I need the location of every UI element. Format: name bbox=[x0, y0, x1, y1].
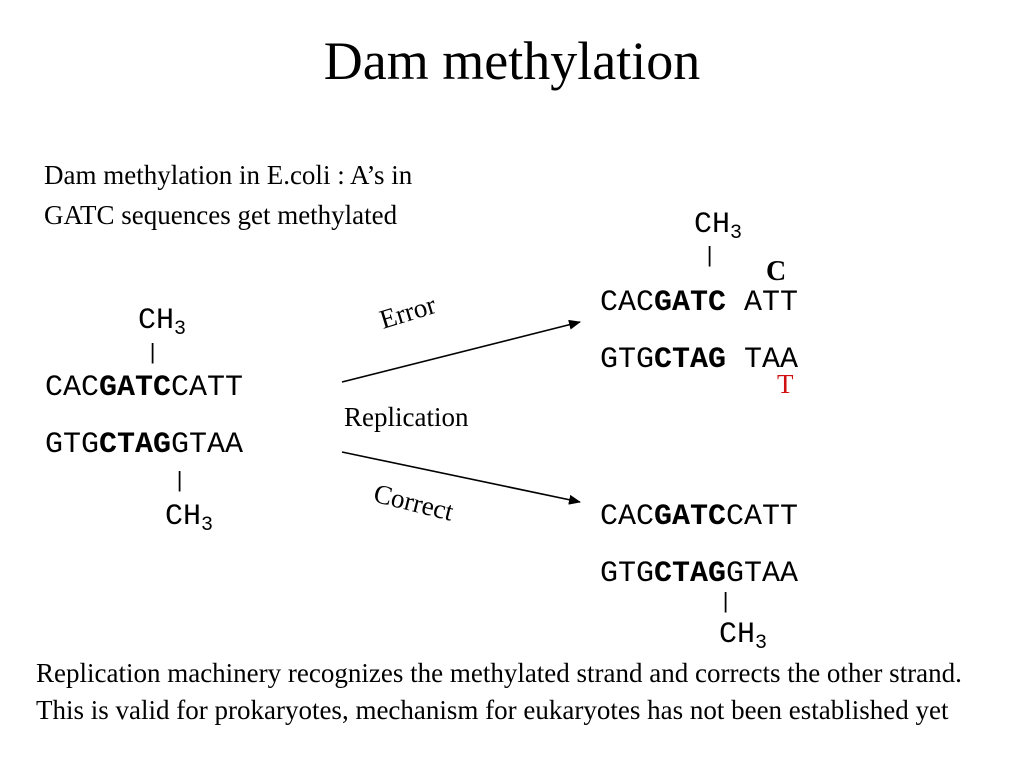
methyl-bond-correct-product: | bbox=[719, 590, 733, 615]
error-top-strand: CACGATC ATT bbox=[600, 286, 799, 320]
methyl-group-bottom-original: CH3 bbox=[165, 500, 214, 537]
inserted-base-top: C bbox=[766, 256, 787, 287]
error-arrow bbox=[341, 319, 581, 383]
caption-text: Replication machinery recognizes the met… bbox=[36, 658, 962, 725]
methyl-group-top-original: CH3 bbox=[138, 304, 187, 341]
error-bottom-strand: GTGCTAG TAA bbox=[600, 343, 799, 377]
intro-text: Dam methylation in E.coli : A’s in GATC … bbox=[44, 160, 413, 230]
original-bottom-strand: GTGCTAGGTAA bbox=[45, 428, 244, 462]
methyl-bond-top-original: | bbox=[146, 341, 160, 366]
methyl-group-correct-product: CH3 bbox=[719, 618, 768, 655]
correct-top-strand: CACGATCCATT bbox=[600, 500, 799, 534]
methyl-group-error-product: CH3 bbox=[694, 208, 743, 245]
slide-title: Dam methylation bbox=[323, 31, 701, 91]
mismatched-base-bottom: T bbox=[777, 369, 794, 399]
correct-arrow bbox=[341, 451, 581, 505]
methyl-bond-bottom-original: | bbox=[173, 469, 187, 494]
original-top-strand: CACGATCCATT bbox=[45, 371, 244, 405]
replication-label: Replication bbox=[344, 402, 469, 432]
correct-bottom-strand: GTGCTAGGTAA bbox=[600, 557, 799, 591]
methyl-bond-error-product: | bbox=[703, 244, 717, 269]
